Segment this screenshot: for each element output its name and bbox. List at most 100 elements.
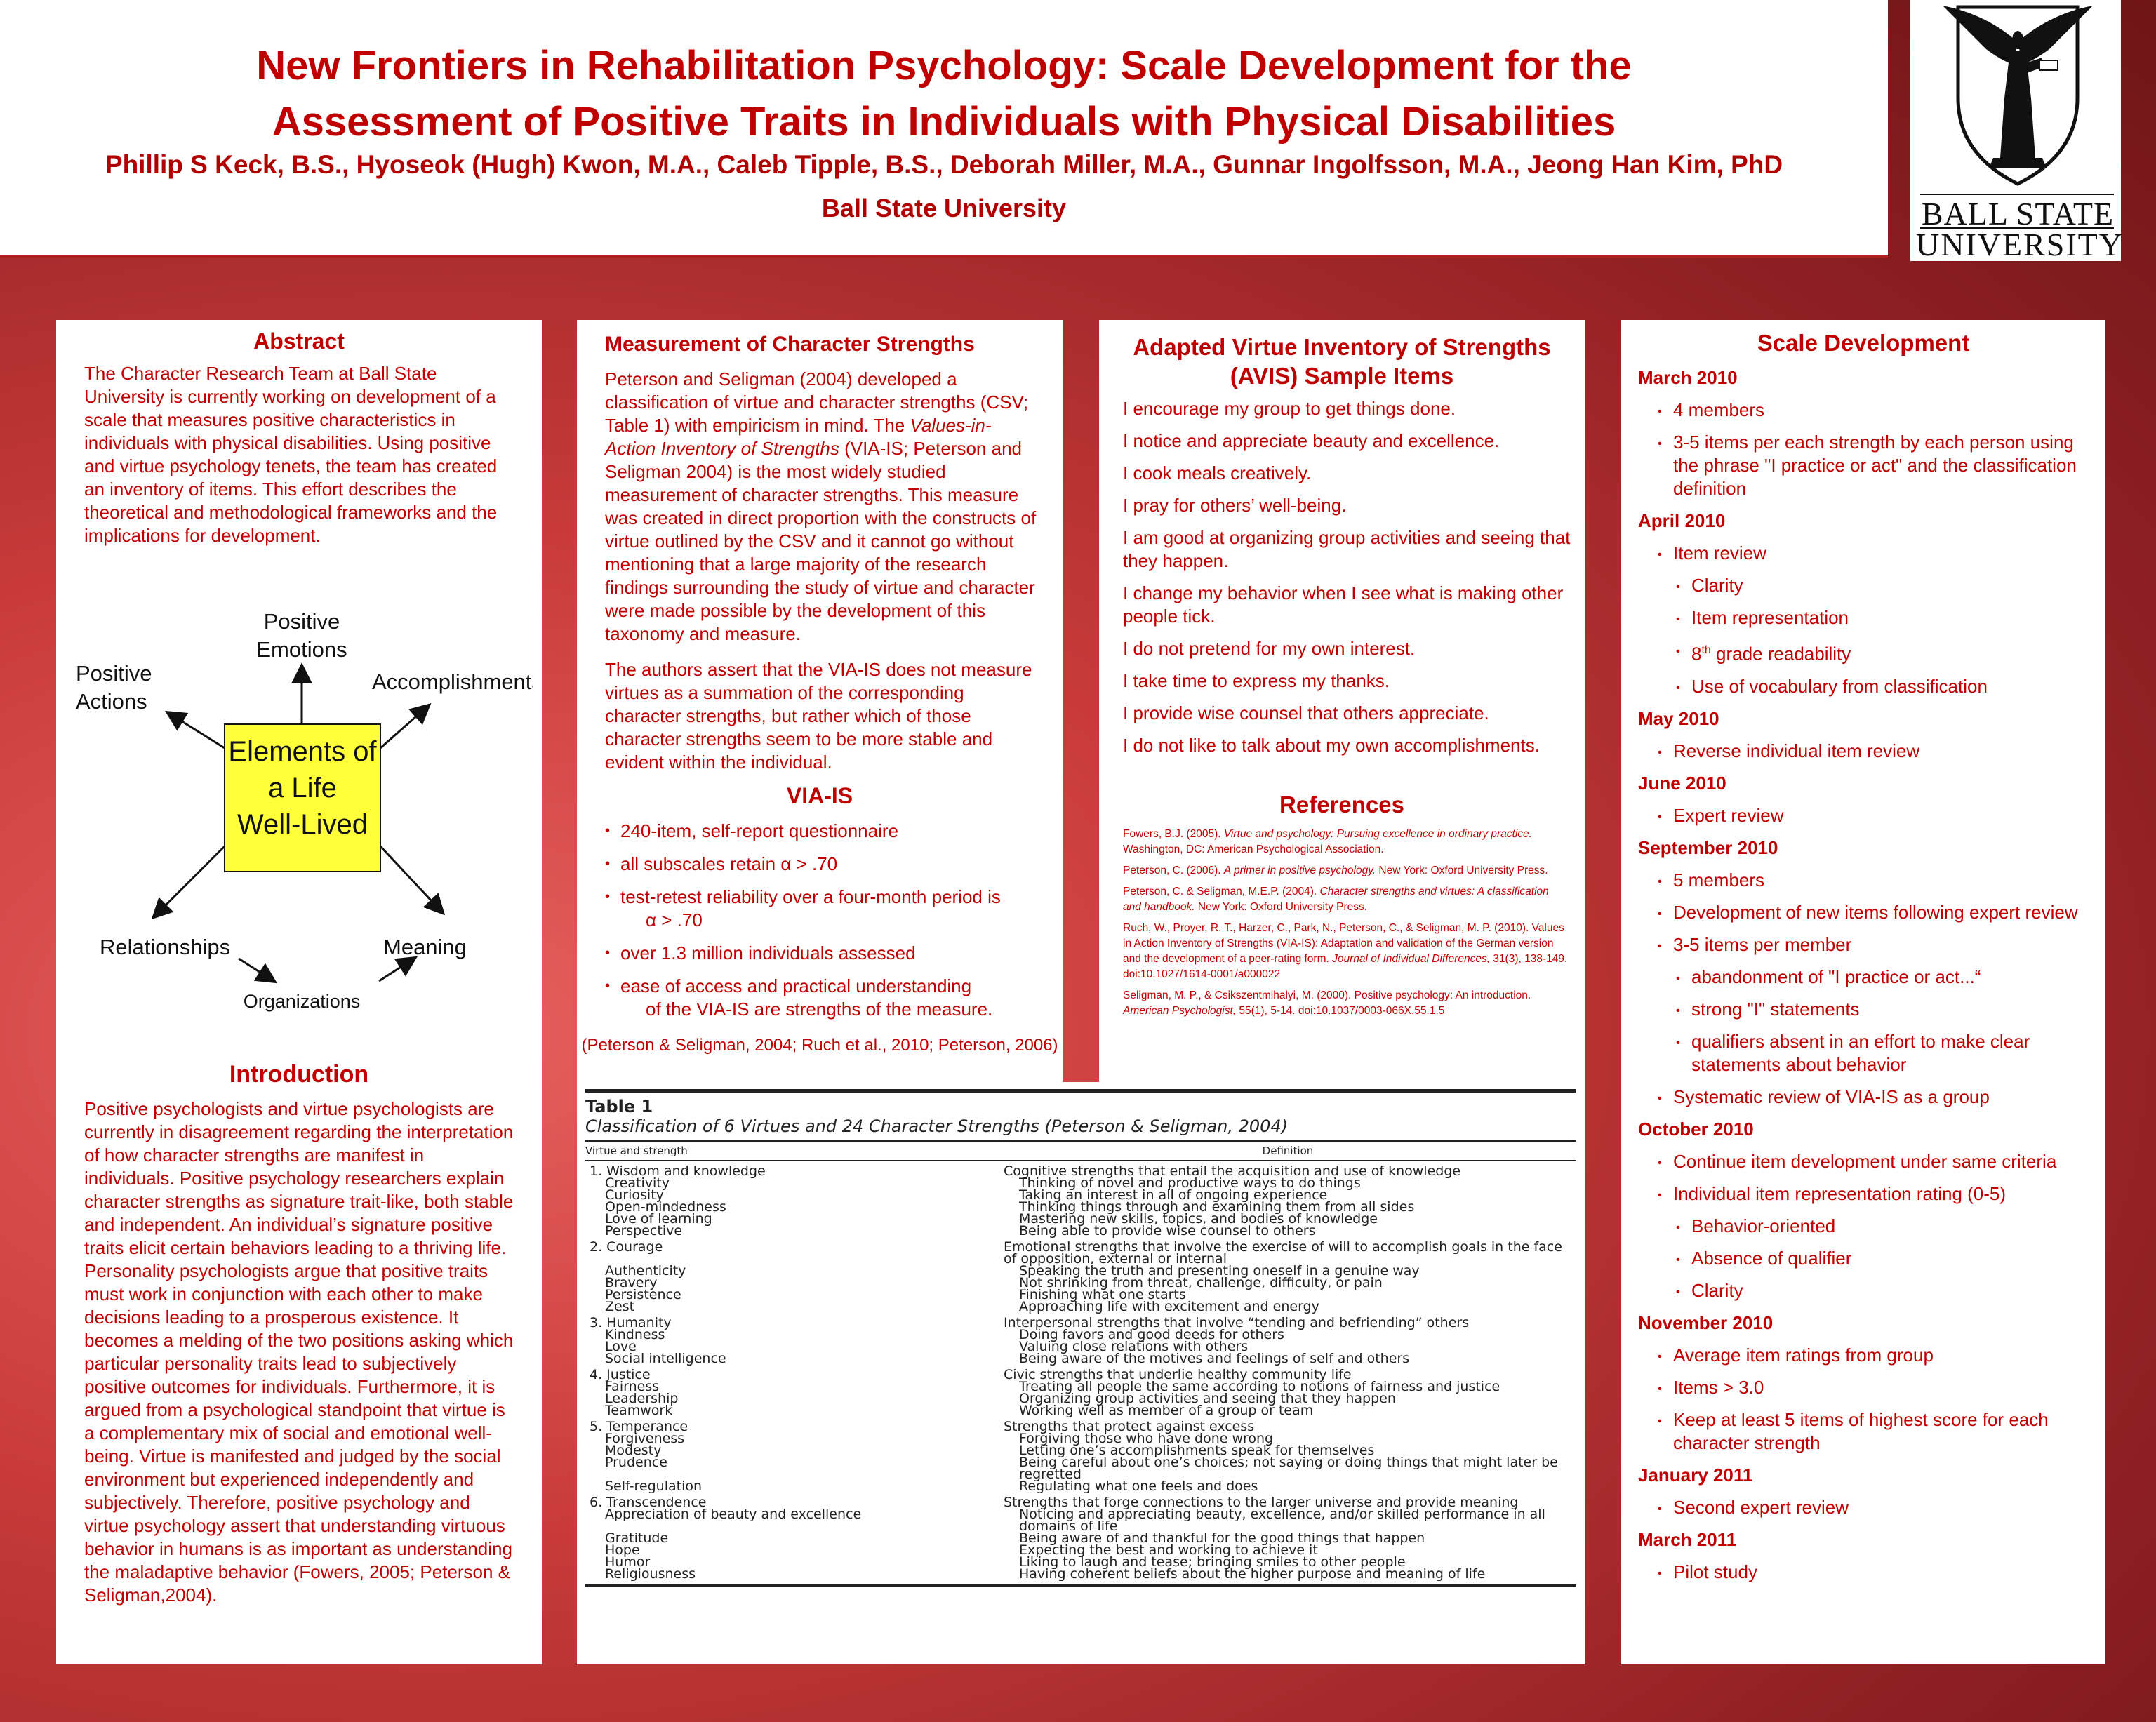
university-logo: Ball State University (1910, 0, 2124, 262)
table1-header: Virtue and strength Definition (585, 1142, 1576, 1161)
timeline-text: Pilot study (1673, 1561, 1757, 1582)
timeline-step: Systematic review of VIA-IS as a group (1638, 1086, 2094, 1110)
avis-title-line-2: (AVIS) Sample Items (1230, 363, 1454, 389)
table1-name-cell: Self-regulation (605, 1479, 703, 1494)
para1-part-a: Peterson and Seligman (2004) developed a… (605, 368, 1029, 436)
timeline-text: 3-5 items per member (1673, 933, 1852, 955)
table1-definition-cell: Mastering new skills, topics, and bodies… (1019, 1211, 1378, 1227)
bullet-text: ease of access and practical understandi… (620, 975, 972, 996)
elements-diagram-svg: Elements of a Life Well-Lived Positive E… (76, 609, 543, 1012)
timeline-month: October 2010 (1638, 1118, 1754, 1140)
avis-item: I provide wise counsel that others appre… (1123, 702, 1489, 723)
timeline-text: Systematic review of VIA-IS as a group (1673, 1086, 1990, 1107)
table1-bottom-rule (585, 1584, 1576, 1587)
reference-list: Fowers, B.J. (2005). Virtue and psycholo… (1123, 827, 1569, 1024)
table1-name-cell: Gratitude (605, 1530, 669, 1546)
timeline-text: Development of new items following exper… (1673, 901, 2078, 923)
reference-text: Peterson, C. & Seligman, M.E.P. (2004). (1123, 886, 1320, 897)
table1-label: Table 1 (585, 1089, 1576, 1116)
table1-name-cell: 2. Courage (590, 1239, 663, 1255)
reference-details: Washington, DC: American Psychological A… (1123, 843, 1384, 855)
timeline-text: abandonment of "I practice or act...“ (1691, 966, 1981, 987)
timeline-text: Second expert review (1673, 1496, 1849, 1518)
measurement-body: Peterson and Seligman (2004) developed a… (605, 368, 1040, 787)
table1-definition-cell: Being aware of and thankful for the good… (1019, 1530, 1425, 1546)
table1-name-cell: Leadership (605, 1391, 679, 1406)
poster-header: New Frontiers in Rehabilitation Psycholo… (0, 0, 1888, 258)
avis-item: I pray for others’ well-being. (1123, 495, 1347, 516)
avis-item: I do not like to talk about my own accom… (1123, 735, 1540, 756)
reference-source: A primer in positive psychology. (1223, 865, 1376, 876)
table1-name-cell: Social intelligence (605, 1351, 726, 1366)
avis-title-line-1: Adapted Virtue Inventory of Strengths (1133, 334, 1551, 360)
avis-item: I take time to express my thanks. (1123, 670, 1390, 691)
table1-definition-cell: Doing favors and good deeds for others (1019, 1327, 1284, 1342)
timeline-text: Expert review (1673, 804, 1784, 826)
references-title: References (1279, 792, 1404, 817)
timeline-step: 5 members (1638, 869, 2094, 893)
reference-item: Peterson, C. (2006). A primer in positiv… (1123, 863, 1569, 879)
table1-name-cell: Prudence (605, 1455, 667, 1470)
table1-name-cell: Humor (605, 1554, 651, 1570)
timeline-substep: Absence of qualifier (1638, 1247, 2094, 1272)
viais-title: VIA-IS (786, 783, 853, 808)
timeline-step: Average item ratings from group (1638, 1344, 2094, 1368)
reference-item: Seligman, M. P., & Csikszentmihalyi, M. … (1123, 988, 1569, 1019)
timeline-text: Item representation (1691, 607, 1849, 628)
table1-name-cell: Creativity (605, 1175, 670, 1191)
timeline-text: strong "I" statements (1691, 998, 1860, 1020)
label-positive-actions-1: Positive (76, 661, 152, 686)
timeline-step: Second expert review (1638, 1496, 2094, 1521)
para1-part-b: (VIA-IS; Peterson and Seligman 2004) is … (605, 438, 1037, 644)
table1-panel: Table 1 Classification of 6 Virtues and … (577, 1082, 1585, 1664)
table1-definition-cell: Civic strengths that underlie healthy co… (1004, 1367, 1352, 1382)
avis-item: I do not pretend for my own interest. (1123, 638, 1416, 659)
timeline-list: March 20104 members3-5 items per each st… (1638, 366, 2094, 1593)
timeline-text: Keep at least 5 items of highest score f… (1673, 1408, 2049, 1453)
table1-definition-cell: Finishing what one starts (1019, 1287, 1186, 1302)
reference-source: Virtue and psychology: Pursuing excellen… (1223, 828, 1532, 840)
timeline-substep: abandonment of "I practice or act...“ (1638, 966, 2094, 990)
table1-name-cell: Appreciation of beauty and excellence (605, 1507, 862, 1522)
table1-definition-cell: Organizing group activities and seeing t… (1019, 1391, 1396, 1406)
bullet-text: 240-item, self-report questionnaire (620, 820, 898, 841)
timeline-text: 8th grade readability (1691, 643, 1851, 665)
timeline-month: June 2010 (1638, 772, 1726, 794)
avis-item: I notice and appreciate beauty and excel… (1123, 430, 1500, 451)
table1-name-cell: Curiosity (605, 1187, 664, 1203)
table1-col-definition: Definition (1262, 1144, 1314, 1157)
table1-name-cell: Forgiveness (605, 1431, 685, 1446)
table1-definition-cell: Liking to laugh and tease; bringing smil… (1019, 1554, 1406, 1570)
author-list: Phillip S Keck, B.S., Hyoseok (Hugh) Kwo… (105, 150, 1783, 179)
table1-definition-cell: Thinking of novel and productive ways to… (1019, 1175, 1361, 1191)
bullet-text: all subscales retain α > .70 (620, 853, 838, 874)
table1-definition-cell: Treating all people the same according t… (1019, 1379, 1500, 1394)
table1-definition-cell: Having coherent beliefs about the higher… (1019, 1566, 1486, 1582)
timeline-substep: Clarity (1638, 574, 2094, 599)
logo-wordmark-line-2: University (1916, 227, 2124, 262)
timeline-month: September 2010 (1638, 836, 1778, 858)
table1-strength-row: Gratitude Being aware of and thankful for… (585, 1530, 1576, 1546)
measurement-paragraph-1: Peterson and Seligman (2004) developed a… (605, 368, 1040, 646)
viais-bullet-list: 240-item, self-report questionnaire all … (605, 820, 1040, 1031)
timeline-step: 4 members (1638, 399, 2094, 423)
table1-name-cell: Love of learning (605, 1211, 712, 1227)
table1-name-cell: Open-mindedness (605, 1199, 726, 1215)
label-accomplishments: Accomplishments (372, 669, 533, 694)
reference-text: Fowers, B.J. (2005). (1123, 828, 1224, 840)
timeline-substep: Item representation (1638, 606, 2094, 631)
table1-definition-cell: Letting one’s accomplishments speak for … (1019, 1443, 1375, 1458)
timeline-text: Average item ratings from group (1673, 1344, 1934, 1366)
